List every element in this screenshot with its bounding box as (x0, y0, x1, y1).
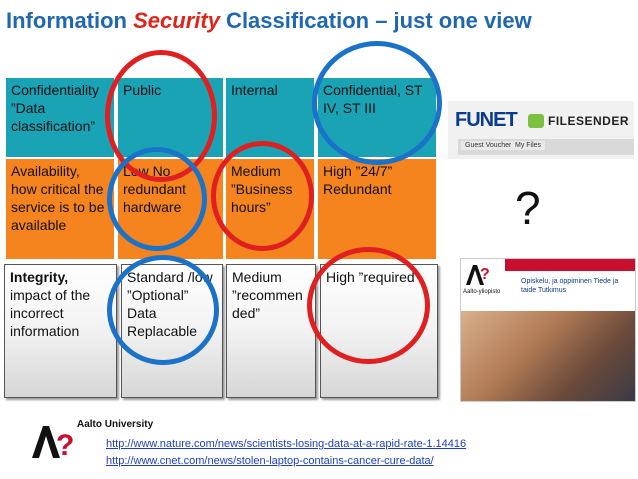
nature-link[interactable]: http://www.nature.com/news/scientists-lo… (106, 438, 467, 450)
confidentiality-internal-cell: Internal (226, 78, 314, 157)
confidentiality-confidential-cell: Confidential, ST IV, ST III (318, 78, 436, 157)
integrity-high-cell: High ”required” (320, 264, 438, 398)
aalto-university-name: Aalto University (77, 419, 154, 430)
integrity-medium-cell: Medium ”recommen ded” (226, 264, 316, 398)
availability-medium-cell: Medium ”Business hours” (226, 159, 314, 259)
availability-high-cell: High ”24/7” Redundant (318, 159, 436, 259)
availability-low-cell: Low No redundant hardware (118, 159, 223, 259)
integrity-label-cell: Integrity, impact of the incorrect infor… (4, 264, 117, 398)
filesender-icon (528, 114, 544, 128)
availability-label-cell: Availability, how critical the service i… (6, 159, 114, 259)
integrity-standard-cell: Standard /low ”Optional” Data Replacable (121, 264, 223, 398)
funet-logo: FUNET (455, 109, 518, 131)
svg-text:?: ? (56, 429, 74, 460)
my-files-tab: My Files (511, 141, 546, 150)
guest-voucher-tab: Guest Voucher (461, 141, 516, 150)
title-part-1: Information (6, 8, 134, 33)
cnet-link[interactable]: http://www.cnet.com/news/stolen-laptop-c… (106, 455, 434, 467)
aalto-web-snippet: Opiskelu, ja oppiminen Tiede ja taide Tu… (521, 278, 619, 294)
aalto-logo-icon: ? (32, 426, 74, 460)
aalto-web-nav (505, 259, 635, 271)
slide-title: Information Security Classification – ju… (6, 8, 566, 34)
confidentiality-public-cell: Public (118, 78, 223, 157)
title-emphasis: Security (133, 8, 220, 33)
confidentiality-label-cell: Confidentiality ”Data classification” (6, 78, 114, 157)
students-photo (461, 311, 635, 401)
aalto-website-screenshot: ? Aalto-yliopisto Opiskelu, ja oppiminen… (460, 258, 636, 402)
title-part-2: Classification – just one view (219, 8, 532, 33)
filesender-logo: FILESENDER (548, 114, 630, 128)
aalto-web-logo-icon: ? (466, 265, 489, 285)
aalto-web-caption: Aalto-yliopisto (463, 289, 501, 295)
question-mark: ? (515, 182, 541, 234)
svg-text:?: ? (480, 266, 489, 283)
